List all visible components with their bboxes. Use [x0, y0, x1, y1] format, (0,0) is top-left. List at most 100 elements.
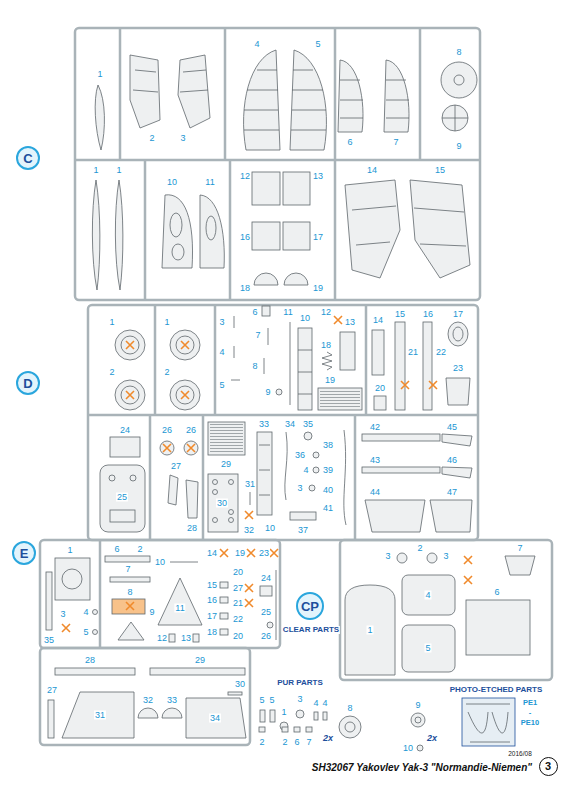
kit-part	[362, 467, 440, 473]
callout-number: 27	[46, 686, 58, 695]
callout-number: 2	[281, 738, 288, 747]
kit-part	[423, 322, 432, 410]
kit-part	[162, 195, 193, 268]
callout-number: 11	[174, 604, 185, 613]
resin-part	[415, 717, 421, 723]
callout-number: 47	[446, 488, 458, 497]
callout-number: 7	[392, 138, 399, 147]
section-heading: CLEAR PARTS	[282, 626, 340, 634]
callout-number: 46	[446, 456, 458, 465]
kit-part	[276, 570, 277, 640]
resin-part	[411, 713, 425, 727]
callout-number: 16	[422, 310, 434, 319]
ejector-mark	[245, 599, 253, 607]
kit-part	[55, 668, 135, 675]
callout-number: 23	[452, 364, 464, 373]
kit-part	[352, 206, 396, 245]
kit-part	[100, 306, 472, 532]
callout-number: 39	[322, 466, 334, 475]
callout-number: 34	[209, 714, 221, 723]
kit-part	[290, 50, 326, 150]
kit-part	[112, 599, 145, 614]
kit-part	[395, 322, 405, 410]
kit-part	[92, 50, 477, 290]
quantity-note: 2x	[426, 734, 438, 743]
kit-part	[169, 634, 175, 642]
callout-number: 7	[254, 331, 261, 340]
resin-part	[314, 712, 318, 720]
kit-part	[186, 480, 198, 518]
clear-part	[397, 553, 407, 563]
clear-part	[505, 556, 535, 575]
callout-number: 9	[264, 388, 271, 397]
kit-part	[160, 441, 174, 455]
ejector-mark	[245, 511, 253, 519]
kit-part	[46, 556, 276, 738]
resin-part	[282, 727, 288, 732]
etched-part-number: PE1	[522, 699, 538, 707]
sprue-frame	[75, 28, 480, 300]
kit-part	[365, 500, 425, 532]
callout-number: 3	[442, 552, 449, 561]
callout-number: 4	[82, 608, 89, 617]
kit-part	[109, 475, 115, 481]
kit-part	[313, 467, 319, 473]
sprue-frame	[88, 305, 478, 540]
callout-number: 11	[282, 308, 293, 317]
kit-part	[453, 327, 463, 341]
callout-number: 10	[264, 524, 276, 533]
kit-part	[284, 273, 308, 285]
resin-part	[323, 712, 327, 720]
callout-number: 8	[126, 588, 133, 597]
sprue-frame	[340, 540, 552, 680]
sprue-frame	[88, 305, 478, 540]
callout-number: 4	[424, 591, 431, 600]
ejector-mark	[334, 316, 342, 324]
callout-number: 22	[232, 615, 244, 624]
kit-part	[48, 700, 54, 738]
callout-number: 1	[163, 318, 170, 327]
sprue-letter-circle: D	[16, 371, 40, 395]
callout-number: 4	[321, 699, 328, 708]
kit-part	[208, 422, 245, 455]
kit-part	[262, 306, 270, 316]
etched-part-number: -	[528, 709, 533, 717]
callout-number: 3	[59, 610, 66, 619]
kit-part	[345, 180, 400, 278]
kit-part	[130, 475, 136, 481]
ejector-mark	[62, 624, 70, 632]
callout-number: 6	[293, 738, 300, 747]
sprue-letter-circle: E	[12, 541, 36, 565]
kit-part	[55, 558, 90, 600]
kit-part	[46, 572, 52, 630]
kit-part	[168, 475, 178, 505]
callout-number: 15	[394, 310, 406, 319]
callout-number: 13	[312, 172, 324, 181]
callout-number: 44	[369, 488, 381, 497]
ejector-mark	[163, 444, 171, 452]
kit-part	[200, 195, 224, 268]
clear-part	[427, 553, 437, 563]
callout-number: 10	[166, 178, 178, 187]
callout-number: 30	[234, 680, 246, 689]
callout-number: 32	[142, 696, 154, 705]
kit-part	[442, 434, 472, 446]
kit-part	[213, 518, 218, 523]
kit-part	[244, 70, 279, 130]
callout-number: 17	[206, 612, 218, 621]
callout-number: 31	[94, 711, 106, 720]
kit-part	[121, 336, 139, 354]
kit-part	[285, 432, 287, 500]
kit-part	[290, 322, 291, 405]
callout-number: 8	[251, 362, 258, 371]
callout-number: 2	[136, 545, 143, 554]
callout-number: 26	[185, 426, 197, 435]
kit-part	[176, 386, 194, 404]
kit-part	[259, 445, 270, 495]
callout-number: 9	[455, 142, 462, 151]
callout-number: 25	[116, 493, 128, 502]
kit-part	[162, 708, 182, 718]
callout-number: 6	[113, 545, 120, 554]
callout-number: 2	[108, 368, 115, 377]
kit-part	[252, 172, 280, 205]
